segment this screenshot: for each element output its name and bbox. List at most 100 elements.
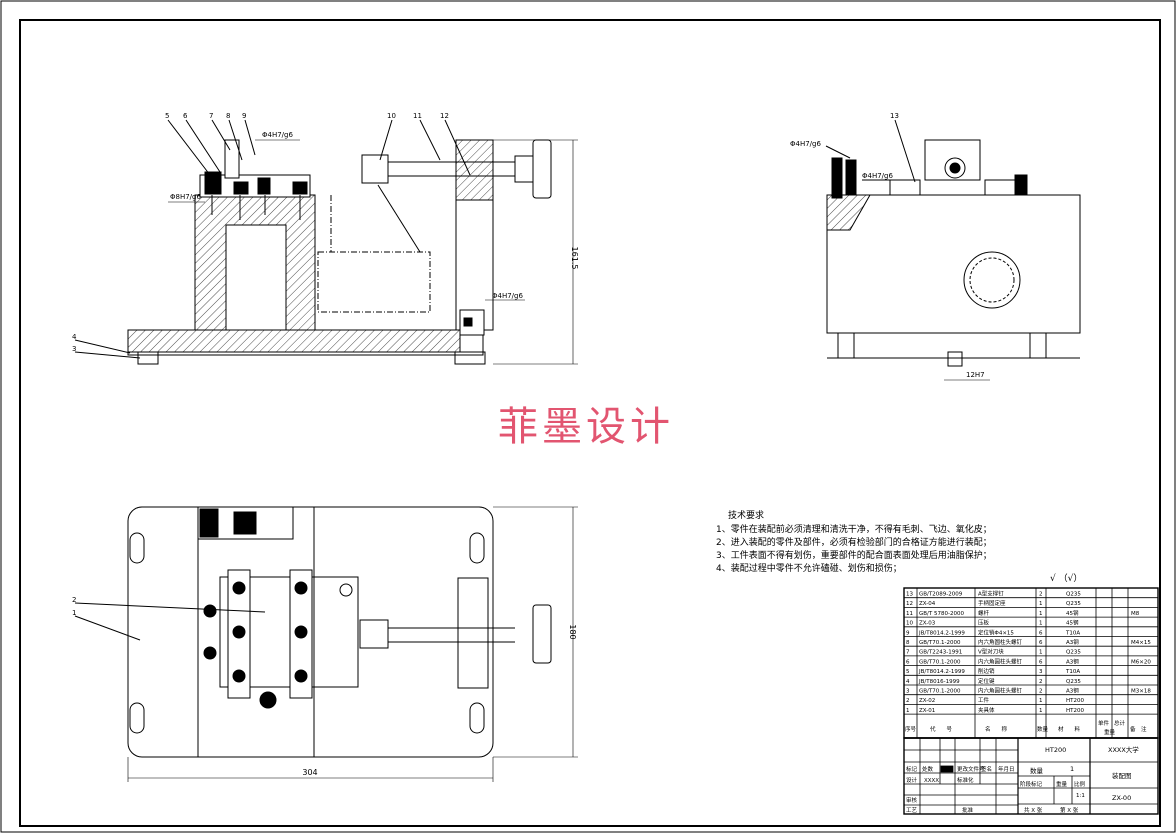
tb-weight-label: 重量: [1056, 780, 1068, 788]
tb-std-label: 标准化: [957, 776, 974, 784]
bom-no: 12: [906, 601, 913, 607]
bom-code: ZX-03: [919, 621, 936, 627]
balloon-2: 2: [72, 596, 76, 604]
side-view: [825, 119, 1081, 381]
bom-name: 定位销Φ4×15: [978, 628, 1014, 636]
watermark: 菲墨设计: [498, 404, 674, 450]
side-view-labels: 13 Φ4H7/g6 Φ4H7/g6 12H7: [790, 112, 985, 379]
fit-left: Φ8H7/g6: [170, 193, 201, 201]
bom-qty: 1: [1039, 708, 1043, 714]
tech-title: 技术要求: [728, 509, 764, 521]
bom-no: 10: [906, 621, 913, 627]
balloon-8: 8: [226, 112, 230, 120]
bom-no: 11: [906, 611, 913, 617]
bom-material: A3钢: [1066, 657, 1079, 665]
bom-header-code: 代 号: [930, 725, 953, 733]
tb-sheet: 第 X 张: [1060, 806, 1079, 814]
bom-code: JB/T8016-1999: [918, 679, 960, 685]
top-view: [74, 506, 578, 782]
bom-qty: 1: [1039, 698, 1043, 704]
bom-qty: 1: [1039, 650, 1043, 656]
bom-header-unit: 单件: [1098, 719, 1110, 727]
tb-scale-label: 比例: [1074, 780, 1086, 788]
bom-code: GB/T2243-1991: [919, 650, 962, 656]
key-dimension: 12H7: [966, 371, 985, 379]
bom-header-material: 材 料: [1058, 725, 1081, 733]
tb-drawing-no: ZX-00: [1112, 794, 1131, 802]
bom-qty: 2: [1039, 689, 1043, 695]
tb-school: XXXX大学: [1108, 745, 1139, 754]
technical-requirements: 技术要求 1、零件在装配前必须清理和清洗干净，不得有毛刺、飞边、氧化皮； 2、进…: [716, 509, 1082, 584]
bom-material: HT200: [1066, 708, 1084, 714]
bom-name: 削边销: [978, 667, 995, 675]
balloon-4: 4: [72, 333, 77, 341]
tb-check-label: 审核: [906, 796, 918, 804]
bom-qty: 1: [1039, 621, 1043, 627]
fit-top: Φ4H7/g6: [262, 131, 293, 139]
tb-revise-label: 更改文件号: [957, 765, 985, 773]
balloon-9: 9: [242, 112, 246, 120]
balloon-3: 3: [72, 345, 76, 353]
title-block-text: HT200 XXXX大学 数量 1 装配图 阶段标记 重量 比例 1:1 ZX-…: [906, 745, 1139, 814]
bom-header-no: 序号: [905, 725, 917, 733]
bom-note: M3×18: [1131, 689, 1151, 695]
bom-header-weight: 重量: [1104, 728, 1116, 736]
bom-no: 3: [906, 689, 910, 695]
tech-item-3: 3、工件表面不得有划伤，重要部件的配合面表面处理后用油脂保护；: [716, 549, 992, 561]
bom-no: 9: [906, 630, 910, 636]
bom-qty: 6: [1039, 640, 1043, 646]
bom-qty: 2: [1039, 679, 1043, 685]
fit-right: Φ4H7/g6: [492, 292, 523, 300]
tb-craft-label: 工艺: [906, 807, 918, 814]
tb-sign-label: 签名: [981, 765, 992, 773]
balloon-5: 5: [165, 112, 169, 120]
bom-material: 45钢: [1066, 619, 1079, 627]
bom-qty: 1: [1039, 611, 1043, 617]
bom-material: Q235: [1066, 592, 1081, 598]
bom-material: A3钢: [1066, 638, 1079, 646]
bom-code: JB/T8014.2-1999: [918, 630, 965, 636]
bom-no: 6: [906, 659, 910, 665]
bom-no: 5: [906, 669, 910, 675]
balloon-6: 6: [183, 112, 188, 120]
bom-code: ZX-01: [919, 708, 935, 714]
bom-name: V型对刀块: [978, 648, 1004, 656]
bom-material: T10A: [1065, 630, 1080, 636]
fit-side-top: Φ4H7/g6: [790, 140, 821, 148]
bom-code: GB/T70.1-2000: [919, 689, 961, 695]
tech-item-2: 2、进入装配的零件及部件，必须有检验部门的合格证方能进行装配；: [716, 536, 992, 548]
tb-qty-label: 数量: [1030, 766, 1044, 775]
tb-qty: 1: [1070, 765, 1074, 773]
bom-material: 45钢: [1066, 609, 1079, 617]
bom-name: 工件: [978, 696, 990, 704]
bom-no: 7: [906, 650, 910, 656]
top-view-labels: 2 1 304 180: [72, 596, 577, 777]
bom-header-name: 名 称: [985, 725, 1008, 733]
bom-header-total: 总计: [1114, 719, 1126, 727]
bom-note: M4×15: [1131, 640, 1151, 646]
bom-name: 定位键: [978, 677, 995, 685]
bom-material: T10A: [1065, 669, 1080, 675]
bom-header-note: 备 注: [1130, 725, 1147, 733]
bom-qty: 2: [1039, 592, 1043, 598]
title-block: [903, 737, 1159, 815]
bom-qty: 6: [1039, 630, 1043, 636]
height-dimension: 161.5: [570, 247, 579, 270]
bom-name: 夹具体: [978, 706, 995, 714]
tb-design-name: XXXX: [924, 778, 939, 784]
bom-material: HT200: [1066, 698, 1084, 704]
tb-approve-label: 批准: [962, 806, 974, 814]
bom-code: JB/T8014.2-1999: [918, 669, 965, 675]
tb-sheets: 共 X 张: [1024, 806, 1043, 814]
bom-code: ZX-02: [919, 698, 935, 704]
bom-no: 13: [906, 592, 913, 598]
inner-frame: [19, 19, 1161, 827]
bom-qty: 6: [1039, 659, 1043, 665]
bom-name: 内六角圆柱头螺钉: [978, 638, 1023, 646]
bom-qty: 3: [1039, 669, 1043, 675]
bom-code: GB/T 5780-2000: [919, 611, 964, 617]
bom-name: 内六角圆柱头螺钉: [978, 657, 1023, 665]
tb-design-label: 设计: [906, 776, 918, 784]
bom-name: 螺杆: [978, 609, 990, 617]
